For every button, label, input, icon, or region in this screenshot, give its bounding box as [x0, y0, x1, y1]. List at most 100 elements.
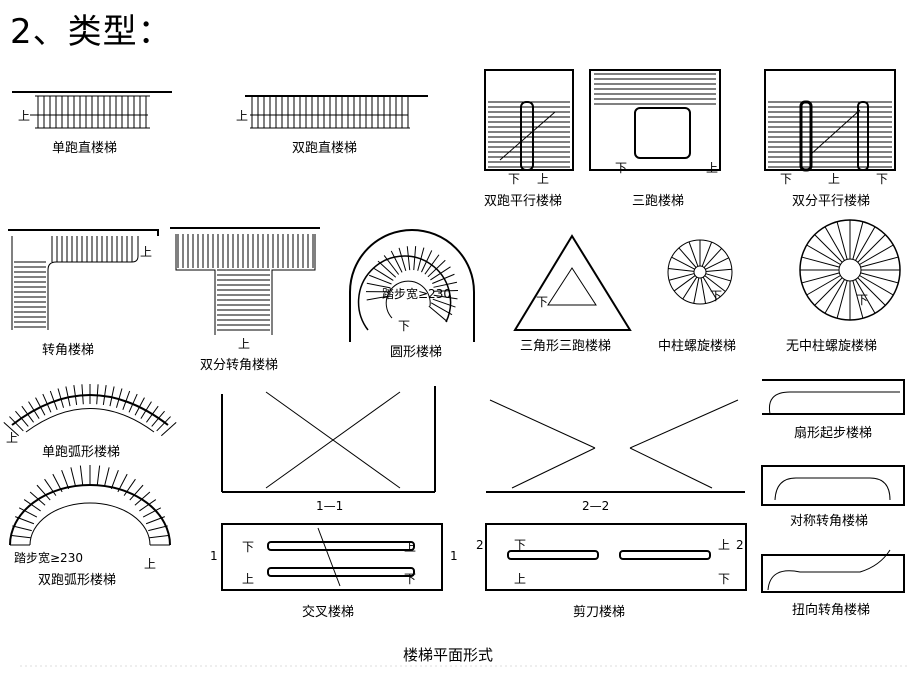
symmetric-corner-stair: 对称转角楼梯: [761, 465, 905, 529]
tread-line: [824, 226, 845, 261]
up-mark: 上: [18, 109, 30, 123]
cross-label: 交叉楼梯: [302, 604, 354, 620]
tread-line: [860, 256, 899, 268]
up-mark: 上: [144, 557, 156, 571]
tread-line: [368, 274, 392, 285]
tread-width-note: 踏步宽≥230: [14, 550, 83, 565]
stair-treads: [37, 96, 147, 128]
no-center-spiral-label: 无中柱螺旋楼梯: [786, 339, 877, 354]
section-label: 2—2: [582, 499, 609, 513]
tread-line: [668, 273, 695, 281]
circular-stair: 踏步宽≥230 下 圆形楼梯: [349, 229, 475, 360]
tread-line: [701, 241, 713, 267]
down-mark: 下: [508, 172, 520, 186]
tread-line: [156, 416, 171, 432]
stair-treads: [3, 384, 177, 437]
tread-line: [688, 241, 699, 267]
tread-line: [432, 273, 455, 284]
tread-line: [806, 275, 841, 296]
section-mark: 1: [210, 549, 218, 563]
tread-line: [852, 221, 864, 260]
tread-line: [682, 276, 698, 300]
tread-line: [23, 499, 41, 512]
tread-line: [110, 470, 119, 490]
stair-treads: [177, 234, 314, 331]
tread-line: [855, 279, 876, 314]
tread-line: [430, 302, 453, 316]
tread-line: [366, 295, 391, 301]
tread-line: [81, 384, 84, 405]
tread-line: [21, 405, 34, 423]
tread-line: [10, 534, 31, 539]
tread-line: [28, 401, 40, 419]
tread-line: [128, 393, 138, 413]
double-arc-label: 双跑弧形楼梯: [38, 573, 116, 588]
down-mark: 下: [710, 289, 722, 303]
tread-line: [413, 246, 417, 271]
tread-line: [801, 256, 840, 268]
tread-line: [855, 226, 876, 261]
tread-line: [857, 277, 886, 306]
tread-line: [134, 491, 151, 506]
tread-line: [52, 473, 63, 493]
section-mark: 2: [736, 538, 744, 552]
tread-line: [79, 465, 84, 486]
tread-line: [390, 250, 403, 273]
corner-label: 转角楼梯: [42, 343, 94, 358]
single-arc-stair: 上 单跑弧形楼梯: [3, 384, 177, 460]
double-straight-stair: 上 双跑直楼梯: [236, 95, 428, 156]
tread-line: [9, 416, 24, 432]
triangle-three-run-stair: 下 三角形三跑楼梯: [513, 234, 632, 354]
tread-line: [705, 257, 729, 270]
tread-line: [836, 280, 848, 319]
tread-line: [814, 234, 843, 263]
up-mark: 上: [706, 161, 718, 175]
stair-treads: [251, 96, 409, 128]
tread-line: [44, 478, 57, 496]
figure-caption: 楼梯平面形式: [403, 646, 493, 664]
tread-line: [123, 478, 136, 496]
stair-treads: [668, 240, 732, 304]
fan-start-stair: 扇形起步楼梯: [762, 379, 905, 441]
fan-start-label: 扇形起步楼梯: [794, 425, 872, 441]
tread-line: [96, 384, 99, 405]
tread-line: [433, 290, 458, 292]
tread-line: [377, 260, 397, 278]
scissor-label: 剪刀楼梯: [573, 604, 625, 620]
up-mark: 上: [828, 172, 840, 186]
tread-line: [61, 470, 70, 490]
section-2-2: 2—2: [486, 399, 745, 513]
up-mark: 上: [537, 172, 549, 186]
down-mark: 下: [718, 572, 730, 586]
symmetric-corner-label: 对称转角楼梯: [790, 514, 868, 529]
tread-line: [142, 507, 162, 518]
stair-treads: [10, 465, 170, 546]
stair-treads: [768, 101, 892, 168]
double-straight-label: 双跑直楼梯: [292, 141, 357, 156]
tread-line: [673, 275, 696, 292]
double-split-corner-label: 双分转角楼梯: [200, 358, 278, 373]
tread-line: [15, 410, 29, 427]
tread-width-note: 踏步宽≥230: [382, 286, 451, 301]
tread-line: [146, 405, 159, 423]
tread-line: [806, 244, 841, 265]
twisted-corner-stair: 扭向转角楼梯: [761, 549, 905, 618]
tread-line: [109, 386, 115, 407]
tread-line: [801, 272, 840, 284]
tread-line: [12, 525, 32, 532]
tread-line: [703, 248, 722, 268]
tread-line: [406, 246, 411, 271]
stair-treads: [488, 101, 570, 168]
tread-line: [161, 422, 177, 437]
center-column-spiral-stair: 下 中柱螺旋楼梯: [658, 239, 736, 354]
double-split-parallel-label: 双分平行楼梯: [792, 194, 870, 209]
tread-line: [814, 277, 843, 306]
stair-treads: [14, 236, 133, 328]
tread-line: [668, 268, 695, 272]
up-mark: 上: [718, 538, 730, 552]
scissor-stair: 下 上 上 下 2 2 剪刀楼梯: [476, 523, 747, 620]
tread-line: [103, 467, 110, 487]
tread-line: [3, 422, 19, 437]
double-parallel-stair: 下 上 双跑平行楼梯: [484, 69, 574, 209]
tread-line: [421, 250, 433, 273]
